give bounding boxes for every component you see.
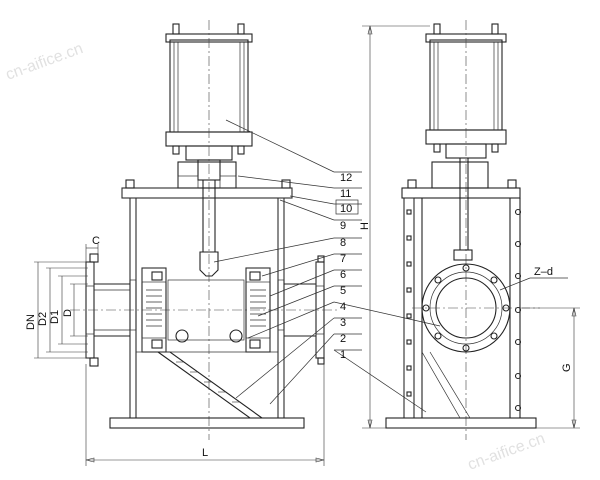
watermark-left: cn-aifice.cn [4, 40, 86, 84]
callout-9: 9 [340, 220, 346, 232]
dim-d1-label: D1 [49, 310, 61, 324]
callout-7: 7 [340, 253, 346, 265]
dim-g-label: G [561, 363, 573, 372]
base-plate [109, 417, 305, 429]
callout-8: 8 [340, 237, 346, 249]
watermark-right: cn-aifice.cn [466, 430, 548, 474]
dim-l-label: L [202, 447, 208, 459]
dim-c-label: C [92, 235, 100, 247]
dim-d-label: D [62, 309, 74, 317]
callout-4: 4 [340, 301, 346, 313]
body-top-flange [121, 187, 293, 199]
callout-5: 5 [340, 285, 346, 297]
front-sectional-view [70, 20, 340, 440]
dim-h-label: H [359, 222, 371, 230]
dim-zd-label: Z–d [534, 266, 553, 278]
part-callouts: 12 11 10 9 8 7 6 5 4 3 2 1 [213, 119, 441, 413]
dim-d2-label: D2 [37, 312, 49, 326]
callout-3: 3 [340, 317, 346, 329]
callout-6: 6 [340, 269, 346, 281]
callout-2: 2 [340, 333, 346, 345]
dim-dn-label: DN [25, 314, 37, 330]
side-view [385, 20, 540, 440]
front-view-dimensions: C DN D2 D1 D L [25, 235, 325, 466]
callout-10: 10 [340, 203, 352, 215]
callout-12: 12 [340, 172, 352, 184]
callout-11: 11 [340, 188, 351, 200]
callout-1: 1 [340, 349, 346, 361]
side-view-dimensions: H G Z–d [359, 25, 580, 429]
